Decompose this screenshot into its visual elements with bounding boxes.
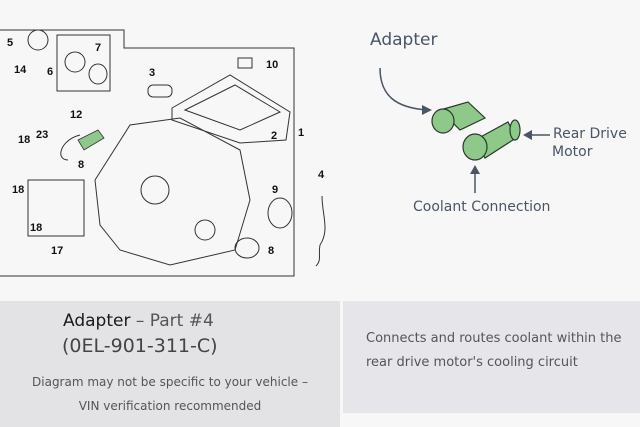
exploded-parts-diagram: 5 7 6 14 3 10 12 23 18 8 2 1 18 9 4 18 1… bbox=[0, 0, 340, 290]
diagram-linework bbox=[0, 29, 326, 277]
adapter-illustration: Adapter Rear Drive Motor Coolant Connect… bbox=[340, 0, 640, 290]
disclaimer-line-2: VIN verification recommended bbox=[78, 399, 262, 413]
label-coolant-connection: Coolant Connection bbox=[413, 199, 551, 215]
callout-3: 3 bbox=[149, 67, 156, 79]
part-hose-4 bbox=[315, 195, 326, 267]
callout-18b: 18 bbox=[12, 184, 25, 196]
part-title: Adapter – Part #4 bbox=[63, 311, 214, 331]
group-box-6 bbox=[56, 34, 111, 92]
callout-4: 4 bbox=[318, 169, 325, 181]
callout-12: 12 bbox=[70, 109, 83, 121]
part-name: Adapter bbox=[63, 311, 131, 331]
label-rear-drive-1: Rear Drive bbox=[553, 126, 627, 142]
label-adapter: Adapter bbox=[370, 30, 438, 50]
callout-6: 6 bbox=[47, 66, 54, 78]
callout-2: 2 bbox=[271, 130, 278, 142]
disclaimer-line-1: Diagram may not be specific to your vehi… bbox=[32, 375, 308, 389]
callout-1: 1 bbox=[298, 127, 305, 139]
part-description: Connects and routes coolant within the r… bbox=[366, 331, 622, 370]
callout-5: 5 bbox=[7, 37, 14, 49]
callout-8a: 8 bbox=[78, 159, 85, 171]
diagram-frame bbox=[0, 29, 295, 277]
callout-9: 9 bbox=[272, 184, 279, 196]
callout-10: 10 bbox=[266, 59, 279, 71]
adapter-part-icon bbox=[431, 101, 521, 161]
arrow-adapter bbox=[379, 67, 429, 111]
part-suffix: – Part #4 bbox=[130, 311, 214, 331]
part-info-panel: Adapter – Part #4 (0EL-901-311-C) Diagra… bbox=[0, 301, 340, 427]
part-number: (0EL-901-311-C) bbox=[62, 335, 218, 357]
highlighted-adapter bbox=[77, 129, 105, 151]
label-rear-drive-2: Motor bbox=[552, 144, 593, 160]
callout-8b: 8 bbox=[268, 245, 275, 257]
callout-17: 17 bbox=[51, 245, 64, 257]
description-panel: Connects and routes coolant within the r… bbox=[343, 301, 640, 413]
group-box-17 bbox=[27, 179, 85, 237]
callout-18a: 18 bbox=[18, 134, 31, 146]
part-cover bbox=[171, 74, 291, 144]
callout-14: 14 bbox=[14, 64, 27, 76]
callout-18c: 18 bbox=[30, 222, 43, 234]
callout-7: 7 bbox=[95, 42, 102, 54]
callout-23: 23 bbox=[36, 129, 49, 141]
illustration-graphics bbox=[379, 67, 550, 193]
part-housing bbox=[94, 117, 251, 266]
